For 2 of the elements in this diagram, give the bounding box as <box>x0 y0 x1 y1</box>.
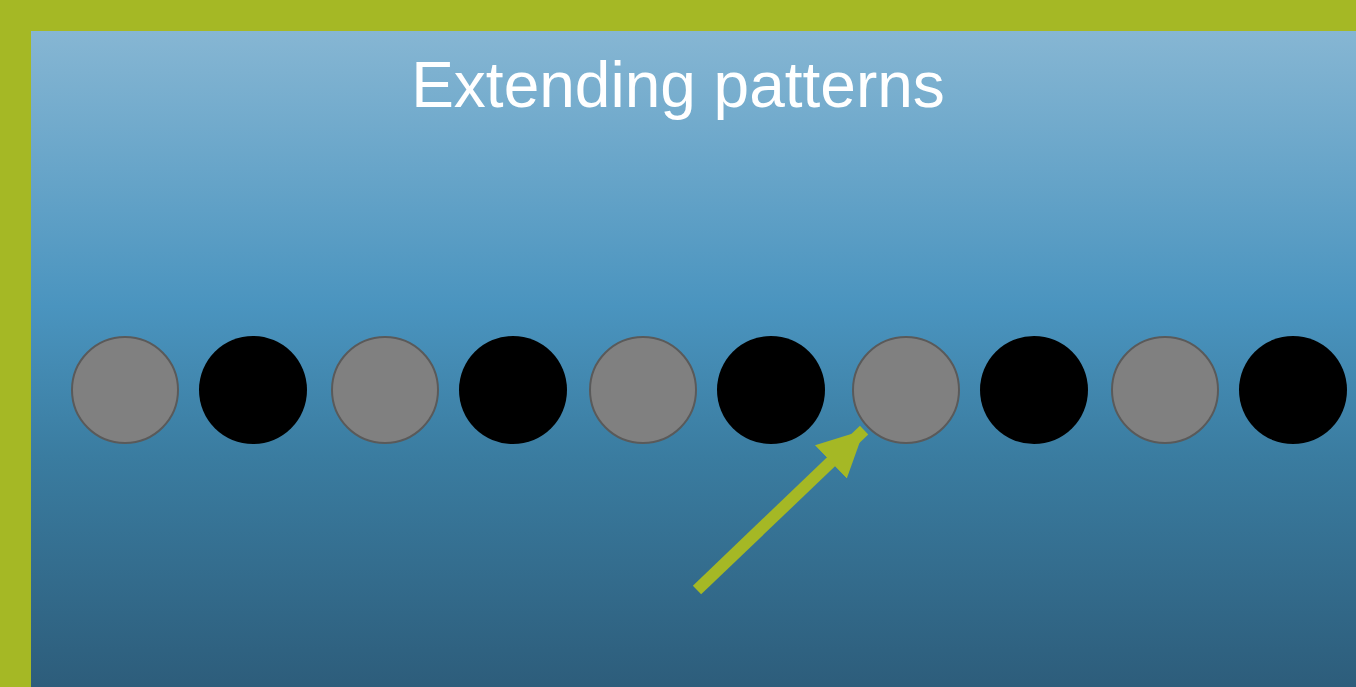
arrow <box>692 425 869 595</box>
title: Extending patterns <box>410 48 946 122</box>
